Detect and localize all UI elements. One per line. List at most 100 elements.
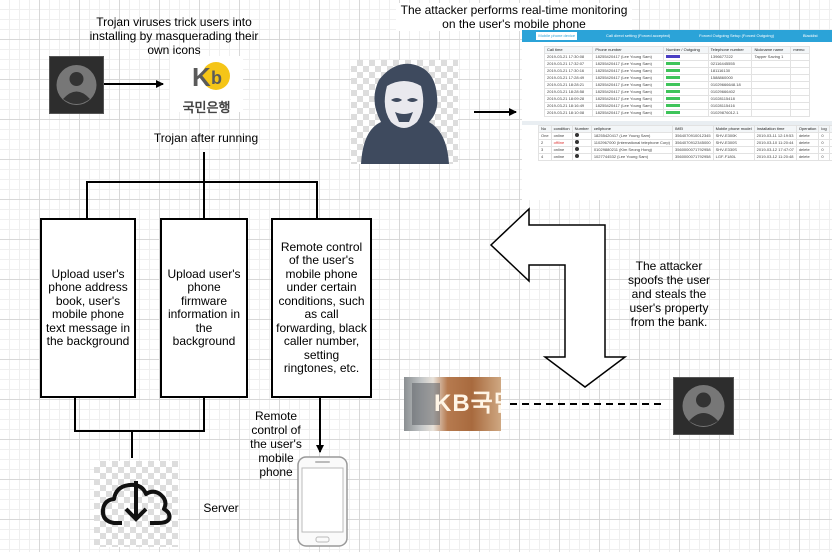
call-direction-arrow — [664, 68, 709, 75]
upload-firmware-box: Upload user's phone firmware information… — [160, 218, 248, 398]
call-cell: 18255420417 (Lee Young Sam) — [593, 96, 664, 103]
device-cell: 0 — [819, 140, 829, 147]
device-header-cell: condition — [551, 126, 572, 133]
trojan-after-label: Trojan after running — [146, 131, 266, 145]
call-cell: 1396677222 — [708, 54, 752, 61]
call-cell — [791, 54, 810, 61]
remote-control-box: Remote control of the user's mobile phon… — [271, 218, 372, 398]
device-cell: SHV-E300S — [713, 140, 754, 147]
device-cell: LGF-F180L — [713, 154, 754, 161]
call-cell — [791, 103, 810, 110]
call-cell — [752, 96, 791, 103]
call-direction-arrow — [664, 82, 709, 89]
call-cell: 01029666402 — [708, 89, 752, 96]
attacker-spoof-label: The attacker spoofs the user and steals … — [617, 259, 721, 329]
call-cell: 02116445555 — [708, 61, 752, 68]
call-cell — [791, 89, 810, 96]
device-cell: 0 — [819, 154, 829, 161]
call-cell: 18255420417 (Lee Young Sam) — [593, 110, 664, 117]
tab-mobile-device[interactable]: Mobile phone device — [536, 32, 577, 40]
call-cell — [752, 103, 791, 110]
attacker-avatar-icon — [673, 377, 734, 435]
device-cell: 18255420417 (Lee Young Sam) — [591, 133, 672, 140]
device-cell: 01029880211 (Kim Seong Hong) — [591, 147, 672, 154]
remote-control-text: Remote control of the user's mobile phon… — [276, 241, 367, 376]
call-cell: 1588860000 — [708, 75, 752, 82]
tab-call-direct[interactable]: Call direct setting (Forced accepted) — [606, 30, 670, 42]
call-cell: 2019-03-21 18:10:08 — [545, 110, 593, 117]
call-direction-arrow — [664, 110, 709, 117]
device-cell: 3560000071792958 — [673, 154, 714, 161]
call-cell — [791, 75, 810, 82]
device-cell: 3560000071792958 — [673, 147, 714, 154]
call-cell: 2019-03-21 18:28:21 — [545, 82, 593, 89]
bank-app-icon: K b 국민은행 — [170, 56, 243, 112]
call-cell — [752, 82, 791, 89]
device-cell: online — [551, 147, 572, 154]
upload-contacts-text: Upload user's phone address book, user's… — [45, 268, 131, 349]
upload-contacts-box: Upload user's phone address book, user's… — [40, 218, 136, 398]
device-cell: 4 — [539, 154, 552, 161]
device-cell: 0 — [819, 133, 829, 140]
tab-blacklist[interactable]: Blacklist — [803, 30, 818, 42]
device-cell: offline — [551, 140, 572, 147]
device-cell: 2019-03-12 11:20:48 — [754, 154, 796, 161]
call-direction-arrow — [664, 75, 709, 82]
device-cell: 2 — [539, 140, 552, 147]
device-header-cell: No — [539, 126, 552, 133]
bank-sign-text: KB국민은행 — [434, 385, 501, 423]
status-dot-icon — [572, 147, 591, 154]
monitoring-screenshot: Mobile phone device Call direct setting … — [522, 30, 832, 200]
call-cell: 18255420417 (Lee Young Sam) — [593, 82, 664, 89]
call-cell: 18255420417 (Lee Young Sam) — [593, 103, 664, 110]
call-cell: 2019-03-21 17:28:49 — [545, 75, 593, 82]
call-cell: 01028115416 — [708, 103, 752, 110]
device-cell: online — [551, 133, 572, 140]
device-header-cell: IMEI — [673, 126, 714, 133]
call-cell: 18255420417 (Lee Young Sam) — [593, 75, 664, 82]
device-cell: online — [551, 154, 572, 161]
tab-forced-outgoing[interactable]: Forced Outgoing Setup (Forced Outgoing) — [699, 30, 774, 42]
delete-link[interactable]: delete — [796, 154, 819, 161]
device-cell: 2019-03-11 12:19:53 — [754, 133, 796, 140]
delete-link[interactable]: delete — [796, 140, 819, 147]
bank-app-name: 국민은행 — [170, 101, 243, 115]
call-header-cell: Number / Outgoing — [664, 47, 709, 54]
device-cell: 1027744532 (Lee Young Sam) — [591, 154, 672, 161]
remote-control-phone-label: Remote control of the user's mobile phon… — [250, 409, 302, 479]
delete-link[interactable]: delete — [796, 133, 819, 140]
bank-branch-photo: KB국민은행 — [404, 377, 501, 431]
device-cell: 1102967000 (International telephone Corp… — [591, 140, 672, 147]
delete-link[interactable]: delete — [796, 147, 819, 154]
call-header-cell: Call time — [545, 47, 593, 54]
elbow-arrow — [491, 209, 625, 387]
call-cell — [791, 82, 810, 89]
user-avatar-icon — [49, 56, 104, 114]
call-cell — [791, 96, 810, 103]
call-cell: 2019-03-21 18:09:28 — [545, 96, 593, 103]
call-header-cell: Nickname name — [752, 47, 791, 54]
call-header-cell: Phone number — [593, 47, 664, 54]
device-header-cell: log — [819, 126, 829, 133]
call-direction-arrow — [664, 61, 709, 68]
call-cell: 18255420417 (Lee Young Sam) — [593, 89, 664, 96]
call-cell: 18255420417 (Lee Young Sam) — [593, 68, 664, 75]
call-cell: 01029876012.1 — [708, 110, 752, 117]
device-cell: 3564070910012345 — [673, 133, 714, 140]
call-cell — [791, 68, 810, 75]
device-cell: 3564070912345000 — [673, 140, 714, 147]
